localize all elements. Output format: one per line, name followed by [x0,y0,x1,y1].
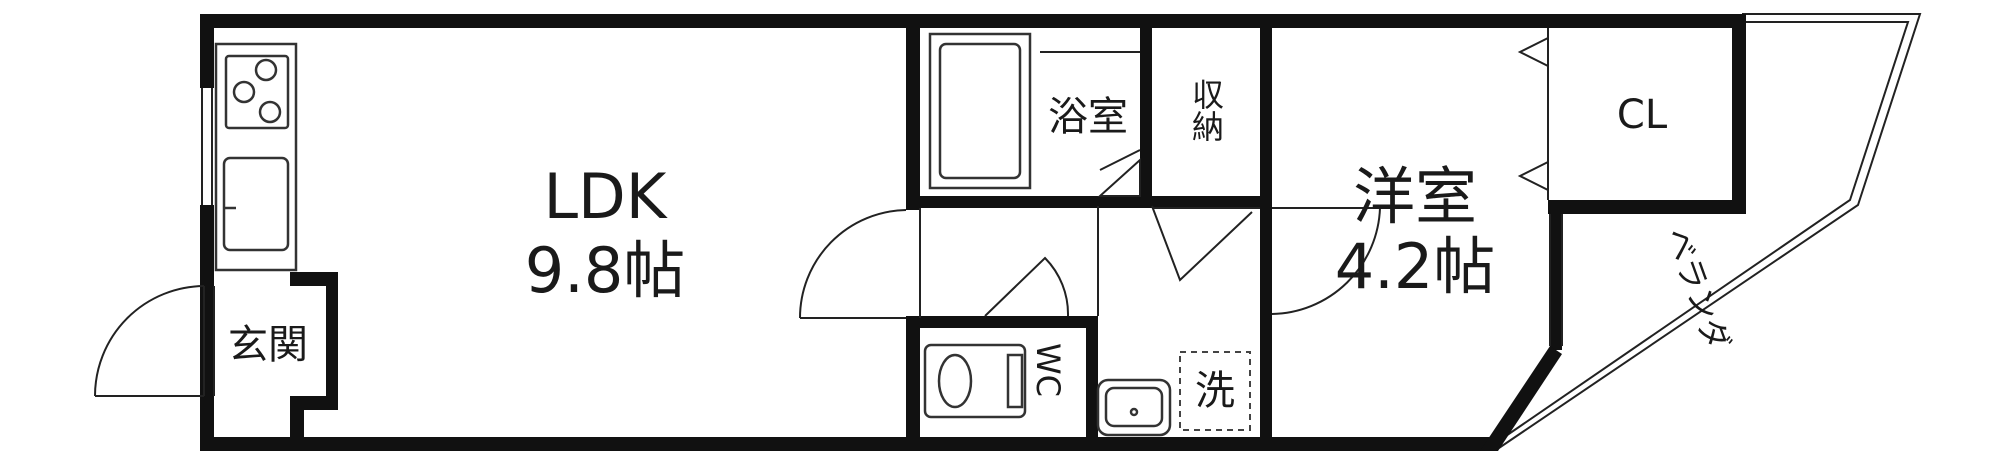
storage-label: 収納 [1187,78,1225,142]
western-room-size: 4.2帖 [1335,230,1496,303]
toilet-label: WC [1029,343,1067,397]
ldk-size: 9.8帖 [525,234,686,307]
openings [94,28,1563,397]
room-labels: LDK 9.8帖 洋室 4.2帖 浴室 収納 CL 玄関 WC 洗 ベランダ [228,78,1737,414]
entrance-label: 玄関 [228,322,308,368]
laundry-space [1179,351,1251,431]
western-room-name: 洋室 [1353,160,1477,233]
wash-basin-icon [1096,378,1172,437]
bathtub-icon [928,32,1032,190]
bathroom-label: 浴室 [1048,94,1128,140]
toilet-icon [923,343,1027,419]
interior-walls [290,14,1272,451]
laundry-label: 洗 [1195,368,1235,414]
kitchen-sink-icon [222,156,290,252]
fixtures [214,32,1251,437]
balcony-label: ベランダ [1658,222,1737,355]
closet-label: CL [1617,92,1668,138]
outer-walls [200,14,1746,451]
stove-icon [224,54,290,130]
ldk-name: LDK [544,160,668,233]
